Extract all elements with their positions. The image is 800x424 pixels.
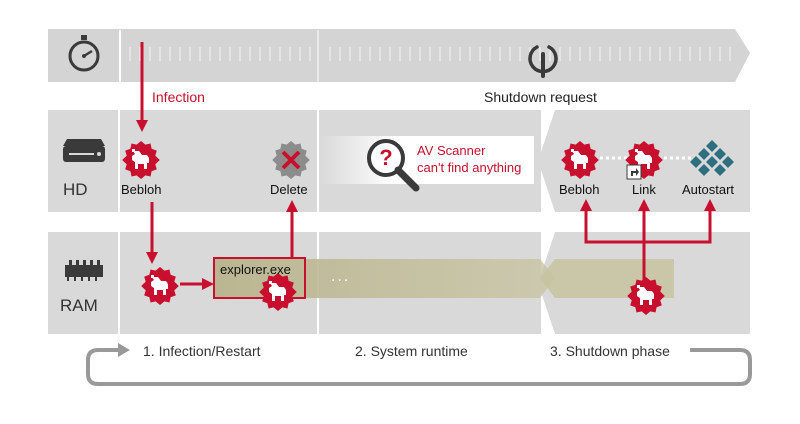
shortcut-link-icon [626,164,642,180]
hd-bebloh-shutdown-label: Bebloh [559,182,600,197]
phase-system-runtime: 2. System runtime [355,343,468,359]
phase-shutdown: 3. Shutdown phase [550,343,670,359]
deleted-trojan-icon [272,141,310,179]
av-scanner-result-label: can't find anything [417,160,522,175]
timeline-band [48,29,750,82]
ram-row-label: RAM [60,296,98,315]
power-icon [528,45,558,78]
hd-link-label: Link [632,182,656,197]
svg-text:?: ? [379,145,392,170]
hd-bebloh-label: Bebloh [121,182,162,197]
hard-drive-icon [63,139,105,162]
arrow-to-bebloh [580,199,646,282]
shutdown-request-label: Shutdown request [484,89,597,105]
hd-delete-label: Delete [270,182,308,197]
autostart-tiles-icon [690,140,734,176]
ram-ellipsis: ... [331,268,351,285]
hd-row-label: HD [63,180,88,199]
ram-chip-icon [65,260,103,281]
stopwatch-icon [68,35,100,72]
restart-cycle-arrow [86,343,752,386]
hd-autostart-label: Autostart [682,182,735,197]
infection-flow-arrows [136,42,716,290]
av-scanner-label: AV Scanner [417,143,486,158]
infection-label: Infection [152,89,205,105]
magnifier-question-icon: ? [367,139,420,192]
ram-explorer-label: explorer.exe [220,262,291,277]
arrow-to-autostart [644,199,716,244]
phase-infection-restart: 1. Infection/Restart [143,343,261,359]
